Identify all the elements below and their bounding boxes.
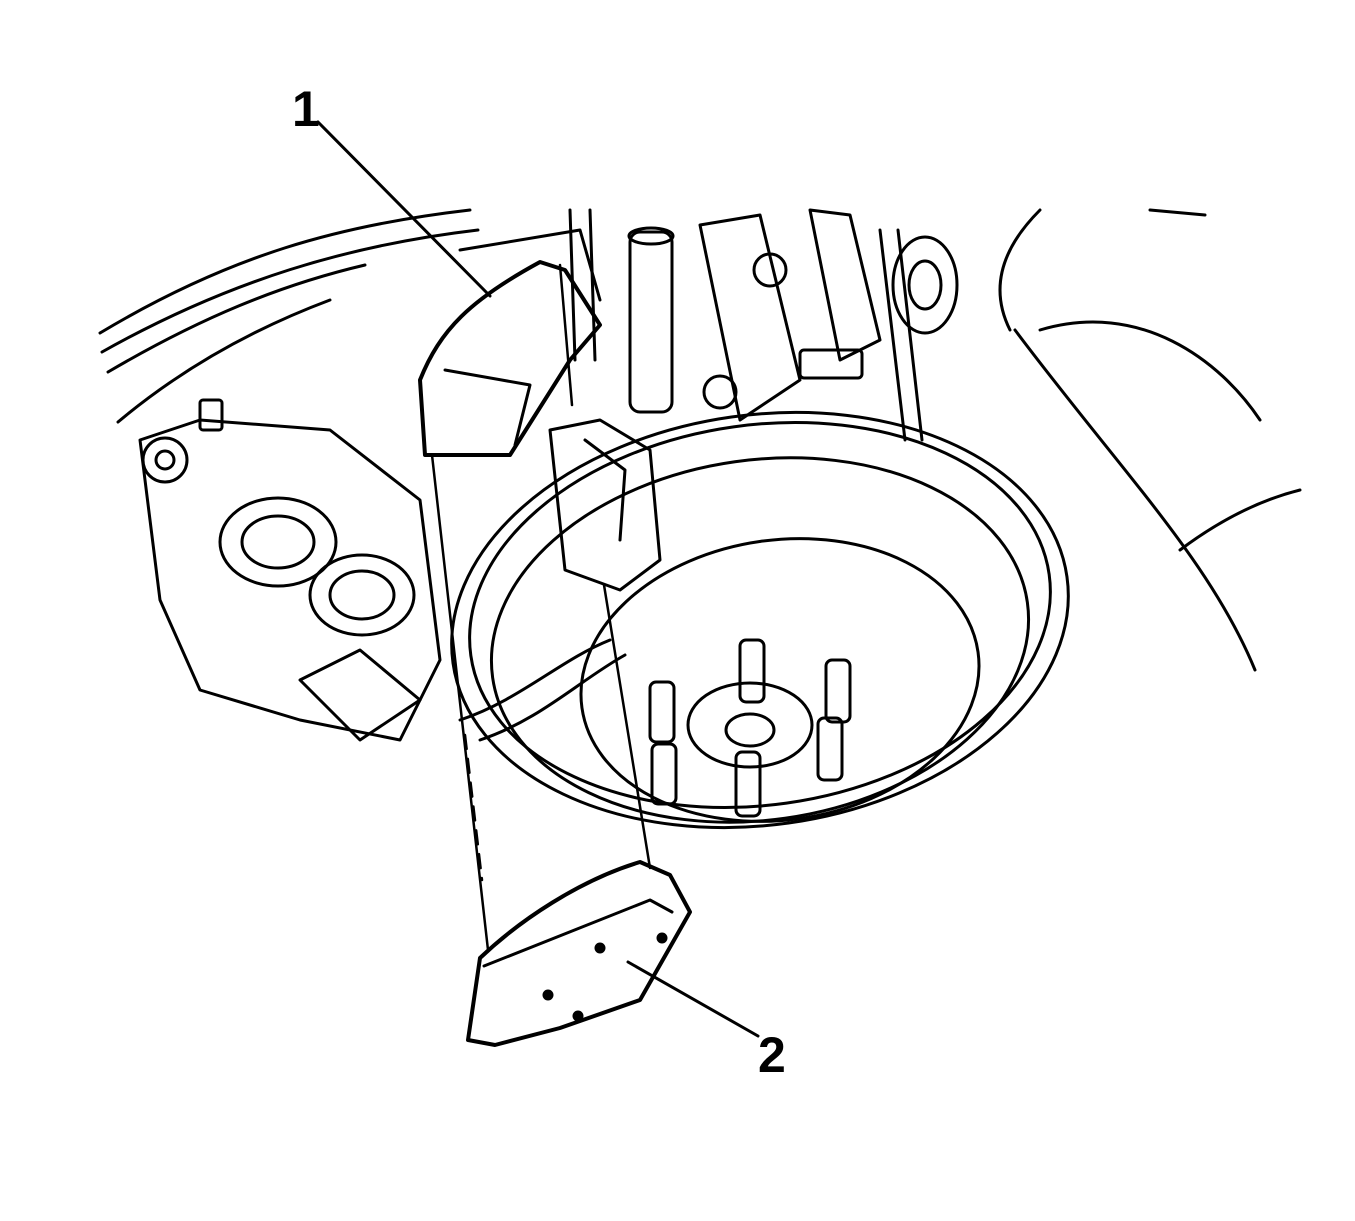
fender-arcs xyxy=(98,208,1302,672)
callout-2: 2 xyxy=(758,1027,786,1083)
brake-pad-outer xyxy=(466,860,692,1047)
wheel-studs xyxy=(648,638,852,818)
callout-leaders xyxy=(316,120,760,1038)
alignment-lines xyxy=(430,263,652,952)
brake-caliper xyxy=(138,398,442,742)
brake-sensor-bracket xyxy=(458,418,662,742)
suspension-arm xyxy=(458,208,959,442)
brake-rotor xyxy=(450,410,1070,830)
callout-1: 1 xyxy=(292,81,320,137)
